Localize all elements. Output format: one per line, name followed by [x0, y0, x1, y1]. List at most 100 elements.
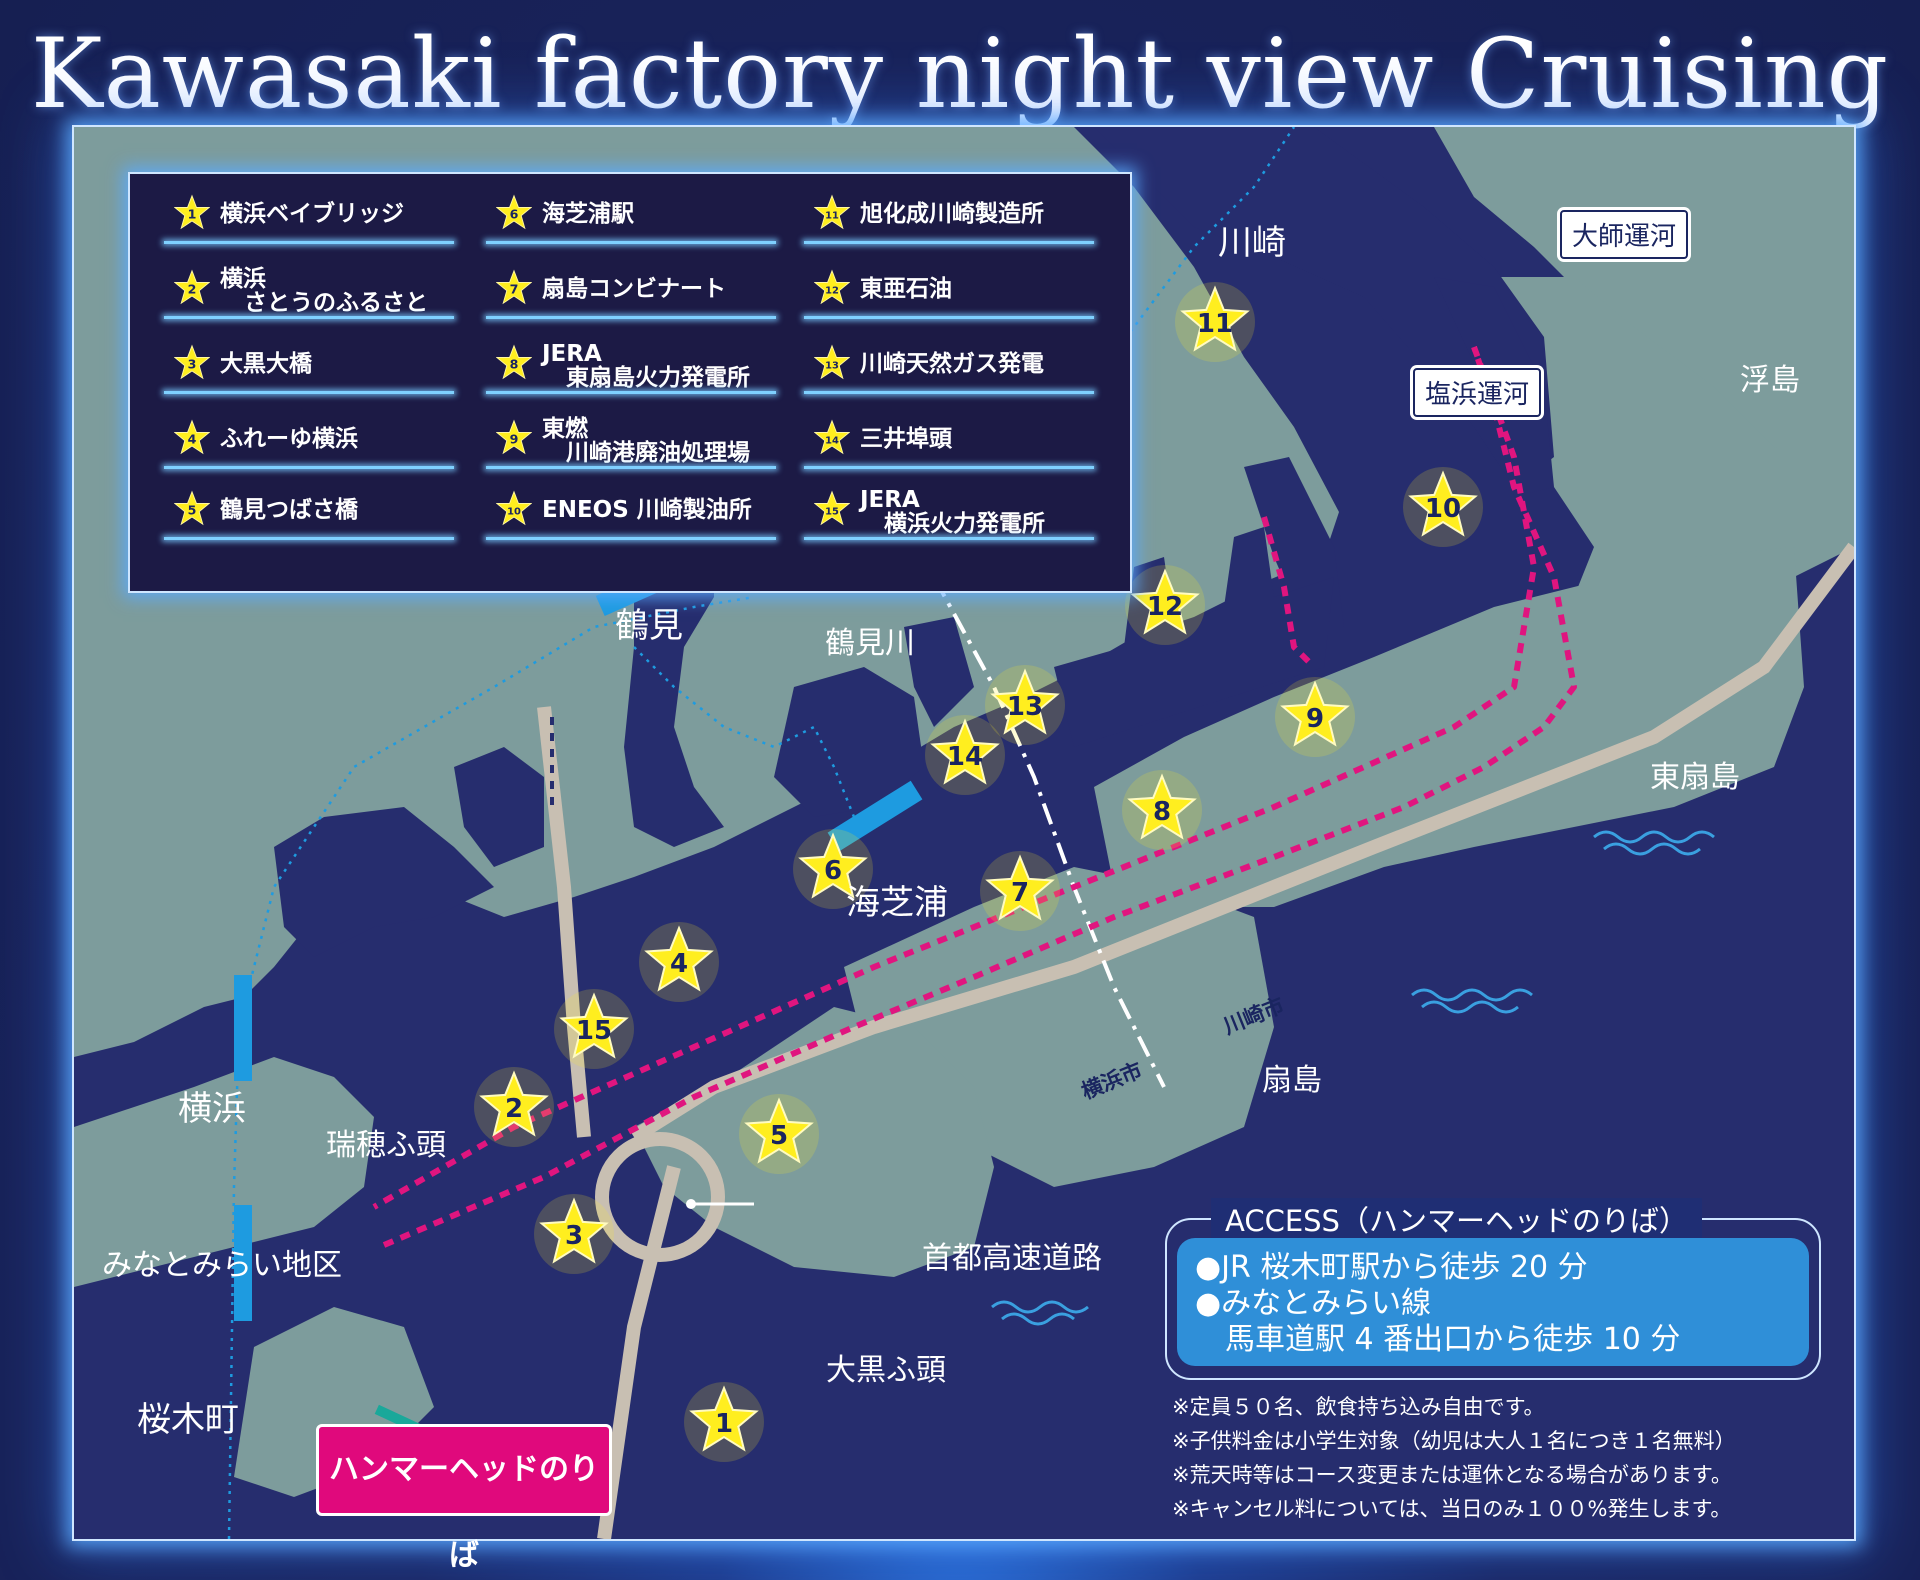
map-star-11: 11 [1175, 282, 1255, 362]
legend-star-icon: 7 [496, 269, 532, 305]
legend-star-number: 1 [188, 206, 197, 221]
legend-label: 川崎天然ガス発電 [860, 352, 1094, 376]
legend-label: 旭化成川崎製造所 [860, 202, 1094, 226]
access-body: ●JR 桜木町駅から徒歩 20 分 ●みなとみらい線 馬車道駅 4 番出口から徒… [1177, 1238, 1809, 1366]
wave-icon-1 [1593, 830, 1715, 856]
star-number: 11 [1197, 309, 1233, 339]
access-line-3: 馬車道駅 4 番出口から徒歩 10 分 [1225, 1322, 1681, 1357]
legend-star-number: 2 [188, 281, 197, 296]
star-icon [930, 718, 1000, 785]
legend-item-12: 12 東亜石油 [804, 263, 1094, 319]
legend-glow-line [486, 391, 776, 394]
hammerhead-pier-label: ハンマーヘッドのりば [316, 1424, 612, 1573]
expressway-dot [686, 1199, 696, 1209]
legend-star-icon: 8 [496, 344, 532, 380]
legend-label-line1: 東亜石油 [860, 276, 952, 302]
city-boundary-line [932, 576, 1166, 1088]
map-star-8: 8 [1122, 770, 1202, 850]
station-umishibaura [827, 780, 923, 852]
legend-star-number: 14 [825, 435, 839, 446]
star-number: 14 [947, 742, 983, 772]
label-ogishima: 扇島 [1262, 1063, 1322, 1098]
legend-star-icon: 10 [496, 490, 532, 526]
legend-star-icon: 9 [496, 419, 532, 455]
notes: ※定員５０名、飲食持ち込み自由です。 ※子供料金は小学生対象（幼児は大人１名につ… [1172, 1390, 1736, 1526]
legend-item-5: 5 鶴見つばさ橋 [164, 484, 454, 540]
star-icon [539, 1197, 609, 1264]
star-number: 13 [1007, 692, 1043, 722]
legend-label-line1: ENEOS 川崎製油所 [542, 497, 752, 523]
channel-west-docks-2 [454, 747, 544, 867]
access-line-2: ●みなとみらい線 [1195, 1286, 1432, 1321]
star-icon [744, 1097, 814, 1164]
map-star-4: 4 [639, 922, 719, 1002]
star-number: 3 [565, 1221, 583, 1251]
legend-glow-line [164, 391, 454, 394]
note-3: ※荒天時等はコース変更または運休となる場合があります。 [1172, 1463, 1732, 1487]
map-star-12: 12 [1125, 565, 1205, 645]
legend-item-10: 10 ENEOS 川崎製油所 [486, 484, 776, 540]
label-kawasaki: 川崎 [1218, 223, 1286, 263]
star-icon [1130, 568, 1200, 635]
map-star-15: 15 [554, 989, 634, 1069]
legend-glow-line [804, 466, 1094, 469]
legend-label: 三井埠頭 [860, 427, 1094, 451]
legend-label: 鶴見つばさ橋 [220, 498, 454, 522]
legend-label: 東亜石油 [860, 277, 1094, 301]
legend-label-line1: 大黒大橋 [220, 351, 312, 377]
map-star-13: 13 [985, 665, 1065, 745]
legend-label: 大黒大橋 [220, 352, 454, 376]
legend-item-7: 7 扇島コンビナート [486, 263, 776, 319]
legend-label-line1: 旭化成川崎製造所 [860, 201, 1044, 227]
note-4: ※キャンセル料については、当日のみ１００%発生します。 [1172, 1497, 1732, 1521]
legend-label-line1: ふれーゆ横浜 [220, 426, 358, 452]
station-sakuragicho [234, 1205, 252, 1321]
star-icon [1127, 773, 1197, 840]
legend-label-line1: 横浜 [220, 266, 266, 292]
legend-label: ENEOS 川崎製油所 [542, 498, 776, 522]
label-minatomirai: みなとみらい地区 [102, 1248, 342, 1283]
star-icon [985, 854, 1055, 921]
legend-star-icon: 15 [814, 490, 850, 526]
station-yokohama [234, 975, 252, 1081]
star-icon [990, 668, 1060, 735]
legend-star-number: 10 [507, 506, 521, 517]
legend-label-line1: 三井埠頭 [860, 426, 952, 452]
map-star-14: 14 [925, 715, 1005, 795]
legend-star-number: 5 [188, 502, 197, 517]
legend-glow-line [164, 537, 454, 540]
label-ukishima: 浮島 [1740, 363, 1800, 398]
legend-glow-line [164, 241, 454, 244]
legend-star-icon: 5 [174, 490, 210, 526]
note-1: ※定員５０名、飲食持ち込み自由です。 [1172, 1395, 1545, 1419]
channel-piers [1054, 527, 1334, 747]
map-star-2: 2 [474, 1067, 554, 1147]
legend-star-number: 9 [510, 431, 519, 446]
star-icon [644, 925, 714, 992]
legend-glow-line [804, 537, 1094, 540]
legend-glow-line [804, 391, 1094, 394]
legend-glow-line [486, 466, 776, 469]
legend-item-4: 4 ふれーゆ横浜 [164, 413, 454, 469]
legend-label: 扇島コンビナート [542, 277, 776, 301]
label-higashiogishima: 東扇島 [1650, 760, 1740, 795]
legend-star-icon: 4 [174, 419, 210, 455]
star-icon [689, 1385, 759, 1452]
star-icon [479, 1070, 549, 1137]
legend-star-number: 12 [825, 285, 839, 296]
access-title: ACCESS（ハンマーヘッドのりば） [1211, 1198, 1702, 1240]
map-star-1: 1 [684, 1382, 764, 1462]
legend-star-number: 13 [825, 360, 839, 371]
channel-kawasaki [1094, 127, 1554, 487]
callout-shiohama-canal: 塩浜運河 [1413, 368, 1542, 417]
land-higashiogishima [1094, 547, 1804, 907]
star-icon [1408, 470, 1478, 537]
